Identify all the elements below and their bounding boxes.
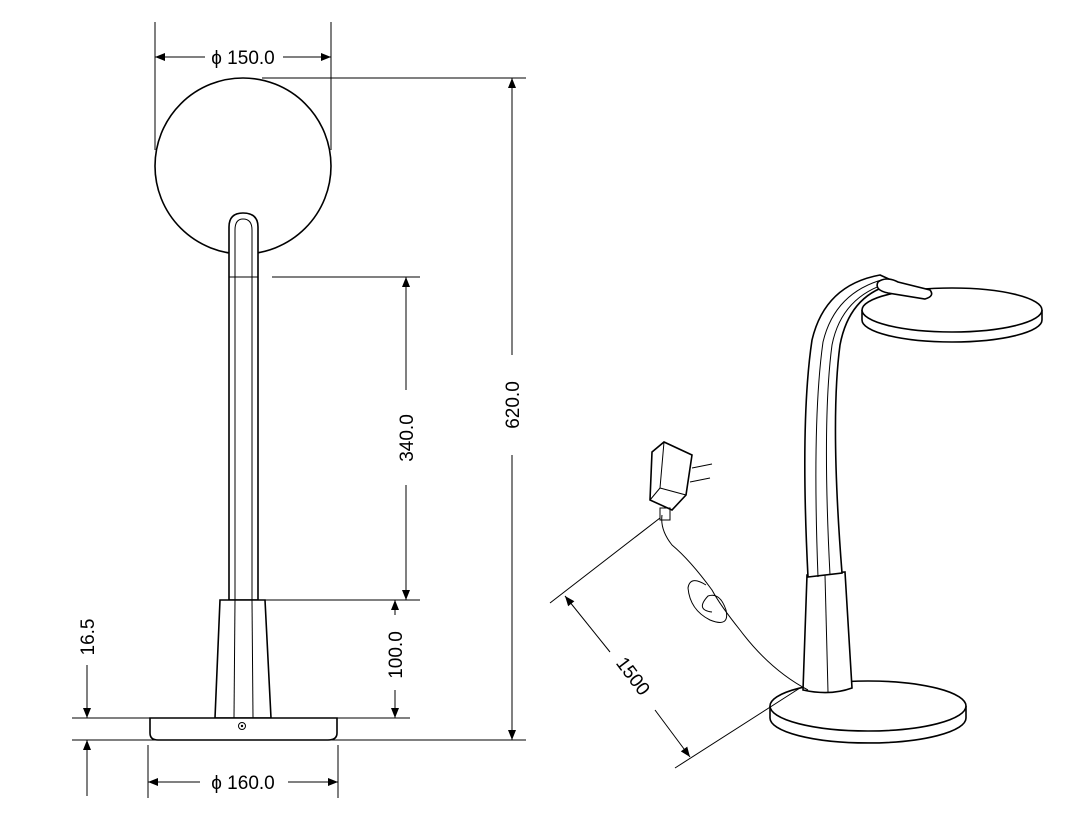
arm-height-label: 340.0 [397, 414, 418, 462]
front-view-lamp [149, 77, 338, 741]
lamp-arm [228, 212, 259, 601]
dimension-arm-height: 340.0 [265, 276, 420, 601]
dimension-base-diameter: ϕ 160.0 [147, 745, 339, 798]
dimension-cable-length: 1500 [549, 517, 801, 769]
power-cable [661, 514, 809, 691]
dimension-column-height: 100.0 [72, 600, 410, 719]
dimension-base-thickness: 16.5 [78, 619, 99, 796]
lamp-column [214, 599, 272, 719]
power-button-icon [238, 722, 246, 730]
dimension-total-height: 620.0 [72, 77, 526, 741]
head-diameter-label: ϕ 150.0 [211, 48, 274, 69]
base-diameter-label: ϕ 160.0 [211, 773, 274, 794]
power-adapter [649, 441, 693, 511]
cable-length-label: 1500 [611, 653, 653, 699]
column-height-label: 100.0 [386, 631, 407, 679]
perspective-column [802, 571, 853, 694]
base-thickness-label: 16.5 [78, 619, 99, 656]
perspective-view-lamp [649, 274, 1043, 744]
total-height-label: 620.0 [503, 381, 524, 429]
dimension-head-diameter: ϕ 150.0 [154, 22, 332, 150]
